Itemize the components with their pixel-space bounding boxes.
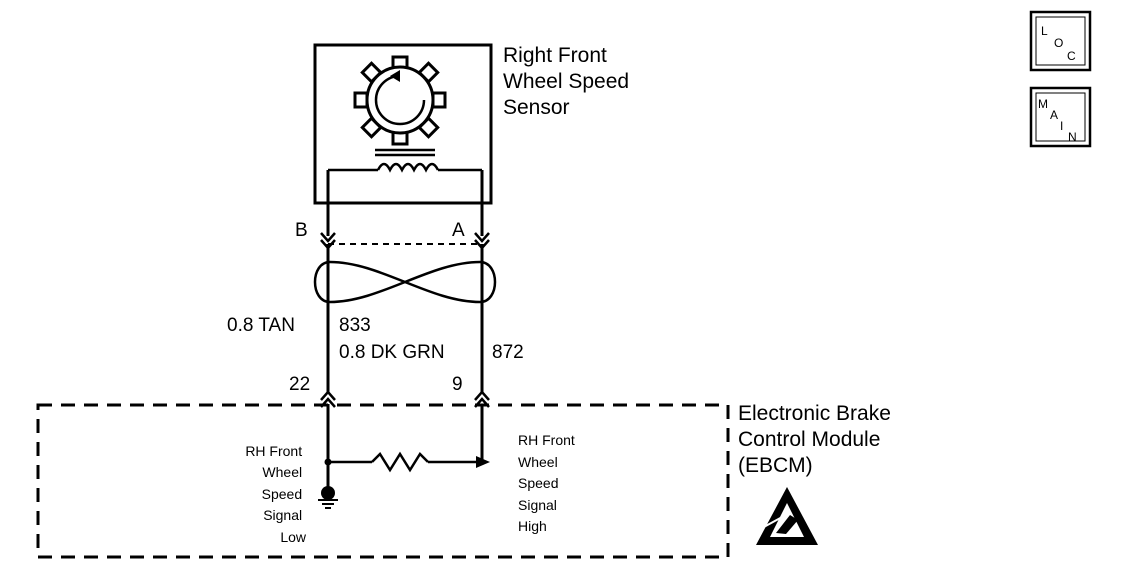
sensor-title: Right Front Wheel Speed Sensor — [503, 44, 635, 119]
junction-icon — [324, 458, 332, 466]
sensor-connector-icon — [320, 232, 490, 250]
module-pin-left: 22 — [289, 374, 310, 395]
svg-text:O: O — [1054, 36, 1063, 50]
ground-icon — [318, 486, 338, 509]
svg-text:I: I — [1060, 119, 1063, 133]
pin-b-label: B — [295, 220, 308, 241]
main-button[interactable]: M A I N — [1029, 86, 1092, 148]
signal-high-label: RH Front Wheel Speed Signal High — [518, 432, 579, 534]
resistor-icon — [371, 451, 429, 473]
wire-left-circuit: 833 — [339, 315, 371, 336]
wire-right-circuit: 872 — [492, 342, 524, 363]
twisted-pair-icon — [313, 260, 497, 304]
wire-right-label: 0.8 DK GRN — [339, 342, 445, 363]
sensor-box — [313, 43, 493, 205]
wire-left-label: 0.8 TAN — [227, 315, 295, 336]
ebcm-box — [36, 403, 730, 559]
svg-text:C: C — [1067, 49, 1076, 63]
loc-button[interactable]: L O C — [1029, 10, 1092, 72]
signal-low-label: RH Front Wheel Speed Signal Low — [245, 443, 307, 545]
svg-text:A: A — [1050, 108, 1058, 122]
svg-text:L: L — [1041, 24, 1048, 38]
sensor-rotor-icon — [353, 55, 447, 146]
pin-a-label: A — [452, 220, 465, 241]
coil-icon — [328, 148, 482, 173]
ebcm-title: Electronic Brake Control Module (EBCM) — [738, 402, 897, 477]
svg-text:M: M — [1038, 97, 1048, 111]
esd-warning-icon — [756, 487, 818, 545]
svg-text:N: N — [1068, 130, 1077, 144]
module-pin-right: 9 — [452, 374, 463, 395]
